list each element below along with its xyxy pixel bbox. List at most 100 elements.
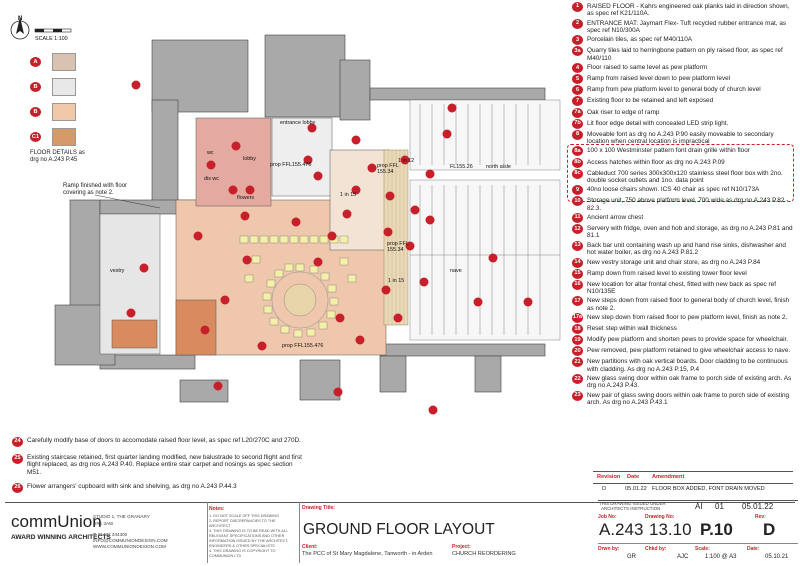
north-arrow-icon — [10, 17, 30, 40]
company-web: WWW.COMMUNIONDESIGN.COM — [93, 544, 166, 549]
legend-marker-b: B — [30, 82, 41, 92]
note-text: Reset step within wall thickness — [587, 325, 677, 333]
amendment-header: Amendment — [652, 474, 685, 480]
note-text: Back bar unit containing wash up and han… — [587, 241, 786, 257]
drawing-no: 13.10 — [649, 520, 692, 539]
note-item: 7b Lit floor edge detail with concealed L… — [572, 118, 796, 129]
note-marker: 8a — [572, 146, 583, 157]
note-marker: 23 — [572, 390, 583, 401]
note-marker: 14 — [572, 257, 583, 268]
revision-date: 05.01.22 — [625, 486, 647, 492]
label-prop-ffl-1: prop FFL155.476 — [270, 162, 312, 168]
note-marker: 8 — [572, 129, 583, 140]
notes-line: 4. THIS DRAWING IS COPYRIGHT TO — [209, 549, 276, 553]
note-marker: 6 — [572, 85, 583, 96]
label-lobby: lobby — [243, 156, 256, 162]
label-prop-ffl-4: prop FFL 155.34 — [387, 241, 409, 253]
notes-heading: Notes: — [209, 506, 225, 512]
issue-code-1: AI — [695, 502, 703, 511]
north-label: N — [18, 16, 23, 22]
drawing-title-label: Drawing Title: — [302, 505, 335, 511]
company-logo: commUnion — [11, 512, 102, 531]
note-marker: 18 — [572, 324, 583, 335]
legend-marker-a: A — [30, 57, 41, 67]
note-item: 3 Porcelain tiles, as spec ref M40/110A — [572, 35, 796, 46]
note-text: Lit floor edge detail with concealed LED… — [587, 119, 729, 127]
label-dis-wc: dis wc — [204, 176, 219, 182]
note-text: ENTRANCE MAT: Jaymart Flex- Tuft recycle… — [587, 19, 787, 34]
note-item: 14 New vestry storage unit and chair stor… — [572, 257, 796, 268]
label-wc: wc — [207, 150, 214, 156]
label-nave: nave — [450, 268, 462, 274]
note-marker: 3 — [572, 35, 583, 46]
note-item: 6 Ramp from pew platform level to general… — [572, 85, 796, 96]
note-marker: 20 — [572, 346, 583, 357]
note-marker: 7b — [572, 118, 583, 129]
prop-platform — [329, 149, 391, 251]
note-text: 100 x 100 Westminster pattern font drain… — [587, 147, 750, 155]
ramp-finished-note: Ramp finished with floor covering as not… — [63, 183, 128, 196]
drawn-by: GR — [627, 554, 636, 560]
legend-swatch-b — [52, 78, 76, 96]
chair-circle — [244, 255, 357, 338]
note-text: New pair of glass swing doors within oak… — [587, 391, 790, 407]
title-block: commUnion AWARD WINNING ARCHITECTS STUDI… — [5, 500, 798, 563]
legend-marker-b2: B — [30, 107, 41, 117]
note-marker: 22 — [572, 374, 583, 385]
note-text: Porcelain tiles, as spec ref M40/110A — [587, 36, 693, 44]
notes-lines: 1. DO NOT SCALE OFF THIS DRAWING 2. REPO… — [209, 514, 297, 559]
note-text: Modify pew platform and shorten pews to … — [587, 336, 789, 344]
note-item: 8a 100 x 100 Westminster pattern font dra… — [572, 146, 796, 157]
note-text: 40no loose chairs shown. ICS 40 chair as… — [587, 186, 760, 194]
legend-swatch-a — [52, 53, 76, 71]
note-item: 7a Oak riser to edge of ramp — [572, 107, 796, 118]
note-marker: 8b — [572, 157, 583, 168]
note-marker: 26 — [12, 483, 23, 493]
note-text: Quarry tiles laid to herringbone pattern… — [587, 47, 783, 62]
revision-value: D — [602, 486, 607, 492]
note-text: Ramp down from raised level to existing … — [587, 269, 747, 277]
job-no: A.243 — [599, 520, 644, 539]
label-slope-1: 1 in 12 — [398, 158, 415, 164]
note-marker: 7a — [572, 107, 583, 118]
drawing-no-label: Drawing No: — [645, 514, 675, 520]
note-marker: 10 — [572, 196, 583, 207]
note-text: New partitions with oak vertical boards.… — [587, 358, 788, 373]
note-text: Servery with fridge, oven and hob and st… — [587, 225, 793, 240]
notes-line: ENGINEERS & OTHER SPECIALISTS — [209, 544, 275, 548]
note-text: Oak riser to edge of ramp — [587, 108, 660, 116]
note-text: Existing staircase retained, first quart… — [27, 454, 302, 476]
date-field-label: Date: — [747, 546, 760, 552]
rev-value: D — [763, 520, 776, 539]
label-fl-155-26: FL155.26 — [450, 164, 473, 170]
client-label: Client: — [302, 544, 318, 550]
note-marker: 16 — [572, 279, 583, 290]
label-vestry: vestry — [110, 268, 125, 274]
floor-details-note: FLOOR DETAILS as drg no A.243 P.45 — [30, 150, 85, 163]
company-tagline: AWARD WINNING ARCHITECTS — [11, 534, 111, 541]
label-entrance-lobby: entrance lobby — [280, 120, 316, 126]
note-text: New vestry storage unit and chair store,… — [587, 258, 761, 266]
note-text: Ramp from pew platform level to general … — [587, 86, 761, 94]
company-phone: T: 01432 344300 — [93, 532, 128, 537]
note-marker: 1 — [572, 2, 583, 12]
checked-by-label: Chkd by: — [645, 546, 667, 552]
note-marker: 17a — [572, 313, 583, 324]
notes-line: 1. DO NOT SCALE OFF THIS DRAWING — [209, 514, 279, 518]
issue-status-line1: THIS DRAWING ISSUED UNDER — [599, 501, 666, 506]
